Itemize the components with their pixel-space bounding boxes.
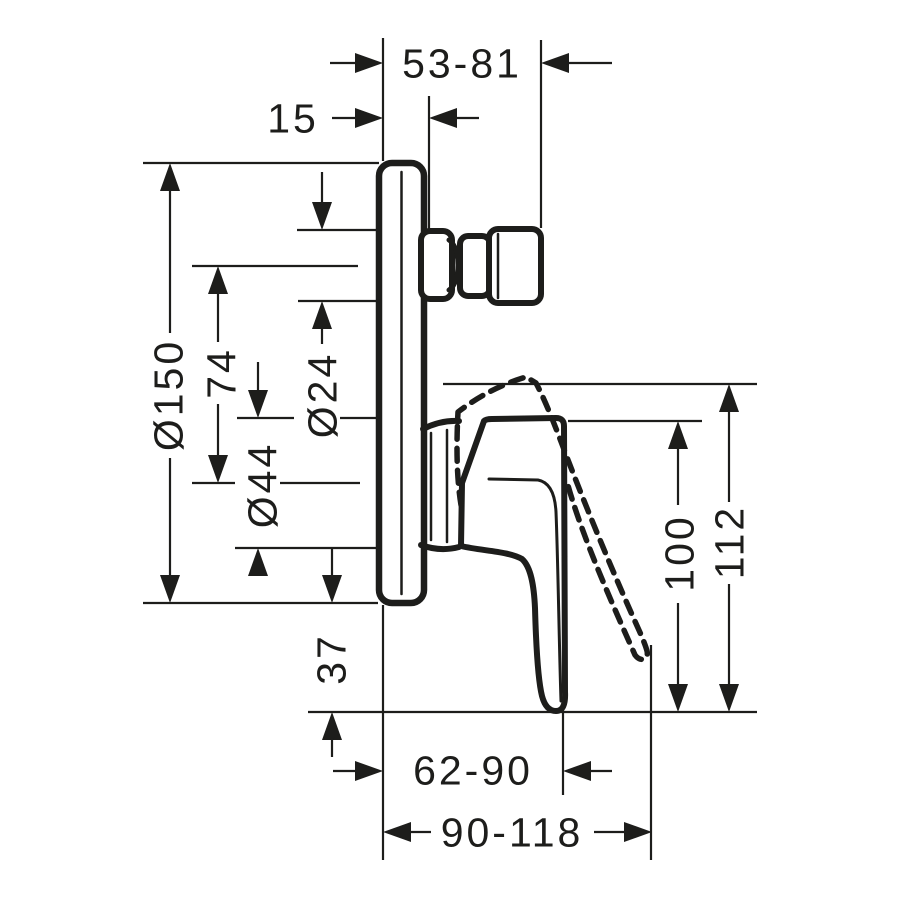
arrowhead-up [208,266,228,294]
connector-stem [418,228,455,302]
dimension-d150: Ø150 [145,163,191,603]
arrowhead-down [208,455,228,483]
arrowhead-right [355,761,383,781]
arrowhead-down [160,575,180,603]
dimension-100: 100 [656,421,702,712]
connector-ring [457,233,493,299]
sleeve-bottom-arc [418,542,462,553]
dimension-62-90: 62-90 [333,747,612,793]
arrowhead-right [624,822,652,842]
dim-label-90-118: 90-118 [441,809,584,855]
arrowhead-down [248,390,268,418]
dim-label-d44: Ø44 [239,442,285,529]
lever-handle-outline [458,415,569,714]
dim-label-112: 112 [706,505,752,579]
arrowhead-up [719,384,739,412]
dimension-15: 15 [267,95,479,141]
dim-label-53-81: 53-81 [402,40,522,86]
dim-label-37: 37 [308,633,354,685]
connector-cap [486,226,544,306]
dimension-90-118: 90-118 [383,809,652,855]
dimension-d24: Ø24 [299,172,345,438]
arrowhead-up [668,421,688,449]
dimension-d44: Ø44 [239,362,285,576]
arrowhead-up [248,548,268,576]
dim-label-15: 15 [267,95,319,141]
mixer-body [375,159,651,714]
spout-connector [418,226,544,306]
arrowhead-up [312,301,332,329]
lever-handle-face-line [487,477,563,703]
arrowhead-down [322,575,342,603]
arrowhead-up [322,712,342,740]
sleeve-top-arc [420,417,462,432]
arrowhead-left [563,761,591,781]
cartridge-sleeve [418,417,462,553]
dim-label-100: 100 [656,514,702,591]
dim-label-d150: Ø150 [145,339,191,451]
dim-label-d24: Ø24 [299,352,345,439]
arrowhead-left [429,108,457,128]
arrowhead-right [355,53,383,73]
arrowhead-down [668,684,688,712]
lever-raised-dashed-outline [454,374,651,663]
arrowhead-down [719,684,739,712]
dim-label-62-90: 62-90 [413,747,533,793]
dimension-53-81: 53-81 [330,40,612,86]
arrowhead-down [312,202,332,230]
arrowhead-left [541,53,569,73]
lever-handle [458,415,569,714]
arrowhead-right [355,108,383,128]
dimension-74: 74 [198,266,244,483]
dim-label-74: 74 [198,347,244,399]
extension-lines [143,38,757,860]
arrowhead-up [160,163,180,191]
arrowhead-left [383,822,411,842]
dimension-112: 112 [706,384,752,712]
dimension-37: 37 [308,549,354,757]
